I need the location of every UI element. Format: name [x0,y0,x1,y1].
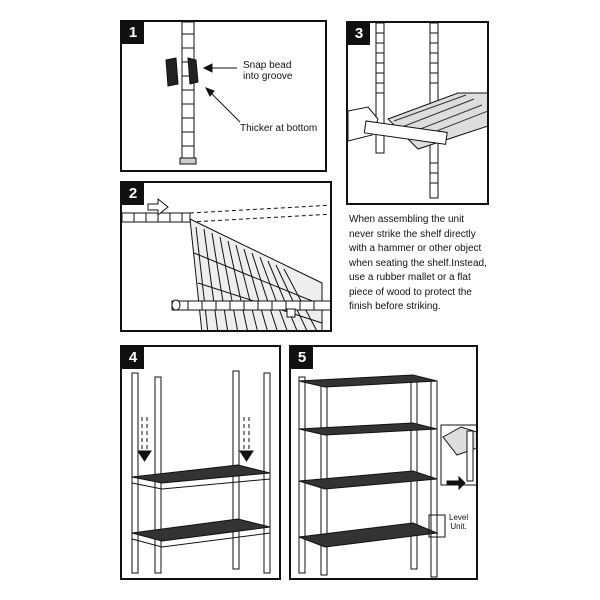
striking-warning-note: When assembling the unit never strike th… [349,213,509,315]
step-3-illustration [348,23,487,199]
warning-line: When assembling the unit [349,214,465,225]
drop-arrows [137,417,254,462]
warning-line: use a rubber mallet or a flat [349,272,471,283]
step-2-panel: 2 [120,181,332,332]
step-number-badge: 3 [348,23,370,45]
step-3-panel: 3 [346,21,489,205]
step-number-badge: 4 [122,347,144,369]
plastic-sleeve [165,57,199,87]
post [179,22,197,165]
warning-line: with a hammer or other object [349,243,482,254]
step-number-badge: 1 [122,22,144,44]
warning-line: never strike the shelf directly [349,228,476,240]
step-number-badge: 5 [291,347,313,369]
step-number-badge: 2 [122,183,144,205]
horizontal-post [122,204,330,223]
step-5-panel: 5 Level Unit. [289,345,478,580]
label-line: Level [449,513,469,522]
warning-line: when seating the shelf.Instead, [349,257,487,269]
step-1-illustration [165,22,241,165]
step-1-panel: 1 Snap bead into groove Thicker at botto… [120,20,327,172]
step-4-illustration [131,370,271,574]
step-5-illustration [298,374,476,578]
wire-shelf-bottom [131,518,271,548]
callout-thicker-at-bottom: Thicker at bottom [240,123,318,134]
callout-arrows [202,63,241,123]
level-detail-inset [428,424,476,538]
hand-with-mallet [348,106,448,145]
level-unit-label: Level Unit. [449,513,468,531]
wire-shelf [189,218,323,330]
callout-line: Snap bead [243,60,292,71]
warning-line: finish before striking. [349,301,441,312]
shelves [298,374,439,548]
wire-shelf-top [131,464,271,490]
callout-snap-bead: Snap bead into groove [243,60,292,82]
direction-arrow [147,197,169,217]
lower-post [171,299,330,318]
step-4-panel: 4 [120,345,281,580]
label-line: Unit. [450,522,467,531]
callout-line: into groove [243,71,293,82]
warning-line: piece of wood to protect the [349,286,472,298]
step-2-illustration [122,197,330,330]
